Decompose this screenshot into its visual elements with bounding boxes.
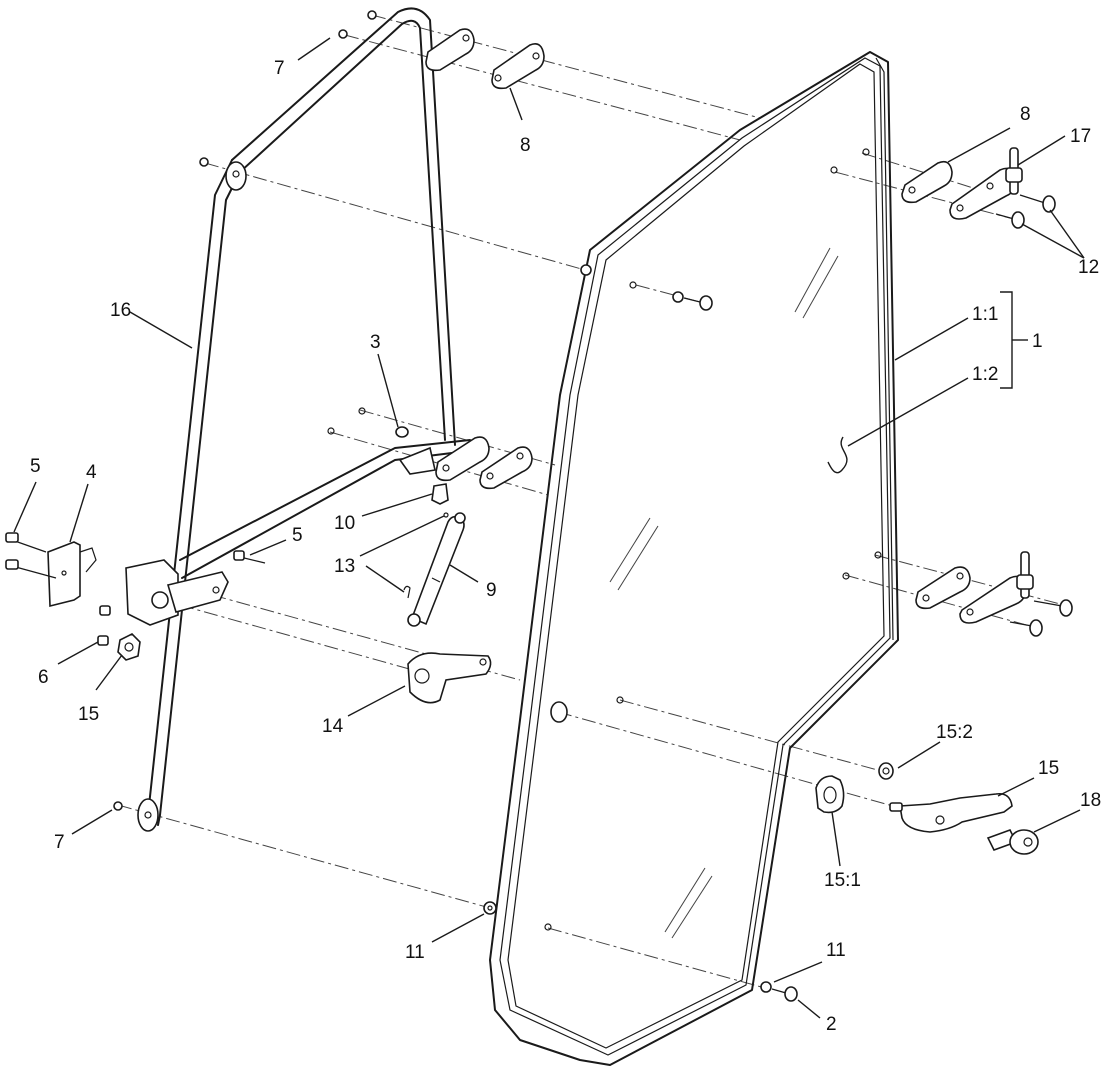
callout-7-top: 7 bbox=[274, 58, 285, 79]
bolt-5a bbox=[5, 532, 19, 543]
callout-4: 4 bbox=[86, 462, 97, 483]
washer-11-right bbox=[760, 981, 772, 993]
callout-5-right: 5 bbox=[292, 525, 303, 546]
callout-1-1: 1:1 bbox=[972, 304, 998, 325]
callout-15-1: 15:1 bbox=[824, 870, 861, 891]
door-handle-15 bbox=[899, 792, 1013, 833]
nut-6a bbox=[99, 605, 111, 616]
latch-bracket-4 bbox=[47, 541, 81, 608]
callout-18: 18 bbox=[1080, 790, 1101, 811]
bolt-12b bbox=[1011, 211, 1025, 229]
callout-11-right: 11 bbox=[826, 940, 846, 961]
callout-15-2: 15:2 bbox=[936, 722, 973, 743]
callout-15-left: 15 bbox=[78, 704, 99, 725]
gas-strut-assembly bbox=[403, 483, 466, 627]
callout-labels: 7 8 8 17 12 1:1 1 1:2 16 3 5 4 5 10 13 9… bbox=[30, 58, 1101, 1035]
assembly-lines bbox=[117, 14, 1061, 989]
gasket-15-1 bbox=[815, 775, 845, 814]
hex-nut-15 bbox=[117, 633, 141, 661]
callout-7-bottom: 7 bbox=[54, 832, 65, 853]
callout-2: 2 bbox=[826, 1014, 837, 1035]
nut-6b bbox=[97, 635, 109, 646]
callout-8-top: 8 bbox=[520, 135, 531, 156]
door-glass-panel bbox=[489, 51, 899, 1066]
callout-10: 10 bbox=[334, 513, 355, 534]
bolt-12a bbox=[1042, 195, 1056, 213]
washer-15-2 bbox=[878, 762, 894, 780]
callout-13: 13 bbox=[334, 556, 355, 577]
callout-6: 6 bbox=[38, 667, 49, 688]
callout-8-right: 8 bbox=[1020, 104, 1031, 125]
callout-5-left: 5 bbox=[30, 456, 41, 477]
callout-16: 16 bbox=[110, 300, 131, 321]
top-hinge-brackets bbox=[425, 28, 545, 90]
callout-15-right: 15 bbox=[1038, 758, 1059, 779]
washer-7-top bbox=[367, 10, 377, 20]
callout-17: 17 bbox=[1070, 126, 1091, 147]
upper-right-hinges bbox=[830, 147, 1056, 229]
mid-hinge-brackets bbox=[327, 407, 533, 490]
washer-11-left bbox=[483, 901, 497, 915]
bolt-5b bbox=[233, 550, 245, 561]
clip-13 bbox=[403, 585, 411, 599]
washers-and-fixings bbox=[113, 10, 798, 1002]
frame-top-tab bbox=[225, 161, 247, 191]
gas-strut-9 bbox=[410, 515, 465, 626]
handle-assembly bbox=[815, 762, 1039, 855]
latch-assembly bbox=[5, 532, 266, 661]
screw-2 bbox=[784, 986, 798, 1002]
latch-plate-14 bbox=[407, 652, 492, 704]
lower-right-hinges bbox=[842, 551, 1073, 637]
bushing-3 bbox=[395, 426, 409, 438]
callout-9: 9 bbox=[486, 580, 497, 601]
ball-stud-10 bbox=[431, 483, 449, 505]
callout-12: 12 bbox=[1078, 257, 1099, 278]
callout-1-2: 1:2 bbox=[972, 364, 998, 385]
callout-1: 1 bbox=[1032, 331, 1043, 352]
callout-11-left: 11 bbox=[405, 942, 425, 963]
leader-lines bbox=[13, 37, 1085, 1019]
door-frame bbox=[137, 7, 471, 832]
lock-housing bbox=[125, 559, 179, 626]
callout-3: 3 bbox=[370, 332, 381, 353]
callout-14: 14 bbox=[322, 716, 344, 737]
frame-bottom-tab bbox=[137, 798, 159, 832]
washer-7-bottom bbox=[113, 801, 123, 811]
